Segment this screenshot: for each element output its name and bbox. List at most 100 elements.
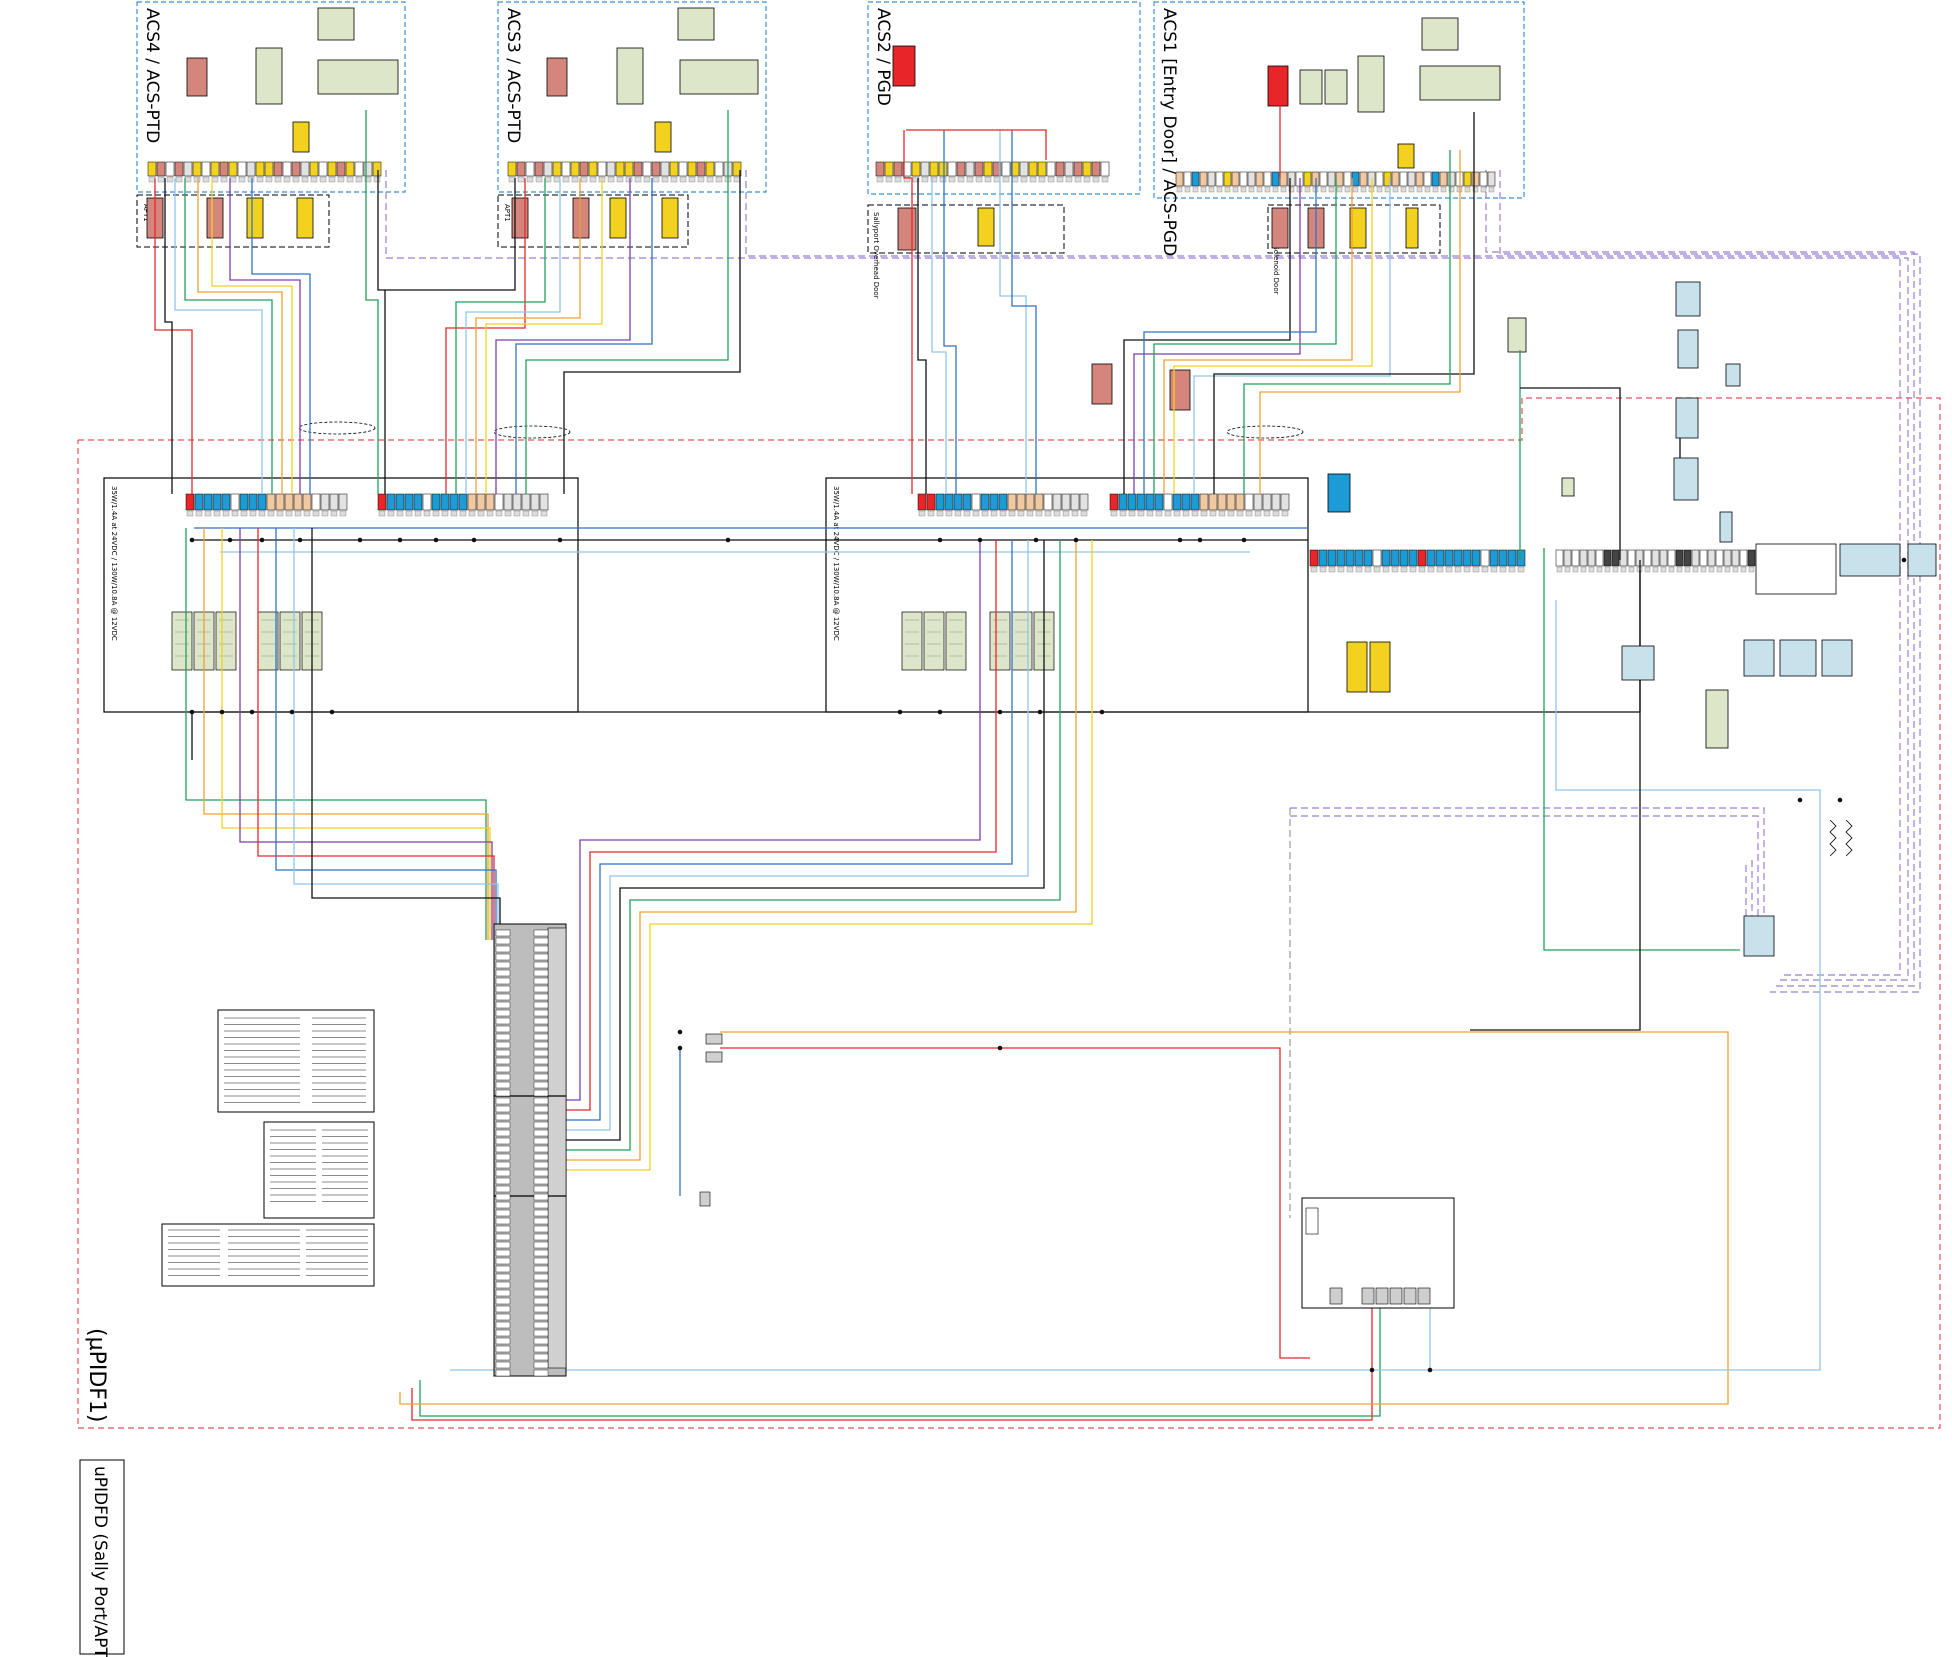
acs3-strip-cell — [642, 161, 652, 177]
wire-ctrl-feed — [185, 528, 487, 940]
acs4-strip-cell — [192, 161, 202, 177]
controller-pin-left — [495, 993, 511, 1001]
acs3-strip-screw — [688, 176, 696, 183]
psu-left-strip-a-screw — [321, 510, 329, 517]
psu-right-strip-a-screw — [972, 510, 980, 517]
acs4-strip-screw — [265, 176, 273, 183]
right-strip-cell — [1715, 549, 1724, 567]
mid-blue-strip-screw — [1382, 566, 1390, 573]
mid-blue-strip-screw — [1400, 566, 1408, 573]
wire-ctrl-feed-r — [566, 540, 1061, 1151]
right-strip-screw — [1660, 566, 1667, 573]
controller-pin-right — [533, 1169, 549, 1177]
junction-dot — [227, 537, 233, 543]
right-strip-screw — [1708, 566, 1715, 573]
psu-right-strip-a-screw — [954, 510, 962, 517]
wire-ctrl-feed — [221, 528, 491, 940]
psu-right-strip-a-cell — [998, 493, 1008, 511]
wire-ctrl-feed — [203, 528, 489, 940]
psu-left-strip-b-screw — [468, 510, 476, 517]
controller-pin-left — [495, 1025, 511, 1033]
junction-dot — [1797, 797, 1803, 803]
junction-dot — [937, 537, 943, 543]
acs4-strip-screw — [229, 176, 237, 183]
psu-left-strip-a-cell — [185, 493, 195, 511]
acs4-strip-screw — [301, 176, 309, 183]
junction-dot — [1073, 537, 1079, 543]
psu-right-strip-a-cell — [1034, 493, 1044, 511]
controller-pin-right — [533, 1073, 549, 1081]
junction-dot — [557, 537, 563, 543]
acs1-strip-screw — [1424, 186, 1431, 193]
wire-runs — [154, 100, 1821, 1421]
acs1-strip-cell — [1407, 171, 1416, 187]
acs2-strip-cell — [965, 161, 975, 177]
acs2-strip-screw — [966, 176, 974, 183]
psu-left-strip-b-cell — [539, 493, 549, 511]
controller-pin-left — [495, 1369, 511, 1377]
wire-acs4-green-b — [365, 110, 379, 494]
section-label-acs3: ACS3 / ACS-PTD — [503, 8, 523, 143]
psu-left-strip-b-screw — [495, 510, 503, 517]
junction-dot — [219, 709, 225, 715]
controller-pin-right — [533, 937, 549, 945]
wire-ctrl-feed-r — [566, 540, 1045, 1141]
wire-ctrl-feed — [239, 528, 493, 940]
psu-left-strip-a-screw — [267, 510, 275, 517]
junction-dot — [677, 1029, 683, 1035]
acs4-strip-cell — [210, 161, 220, 177]
junction-dot — [329, 709, 335, 715]
controller-pin-left — [495, 1257, 511, 1265]
right-strip-cell — [1619, 549, 1628, 567]
acs1-equipment — [1267, 17, 1501, 169]
mid-blue-strip-cell — [1489, 549, 1499, 567]
acs3-strip-cell — [687, 161, 697, 177]
footer-title-box — [79, 1459, 125, 1655]
acs4-strip-cell — [147, 161, 157, 177]
acs3-strip-screw — [526, 176, 534, 183]
acs2-strip-screw — [1065, 176, 1073, 183]
right-strip-cell — [1555, 549, 1564, 567]
controller-pin-right — [533, 1185, 549, 1193]
controller-pin-left — [495, 1001, 511, 1009]
wire-acs3-purple — [495, 178, 631, 494]
relay-right-b — [1011, 611, 1033, 671]
controller-pin-right — [533, 1049, 549, 1057]
acs3-strip-cell — [669, 161, 679, 177]
acs3-strip-screw — [634, 176, 642, 183]
psu-right-strip-a-cell — [980, 493, 990, 511]
acs1-strip-cell — [1223, 171, 1232, 187]
acs4-strip-screw — [283, 176, 291, 183]
wire-ctrl-feed — [275, 528, 497, 940]
controller-pin-right — [533, 1129, 549, 1137]
acs1-strip-screw — [1376, 186, 1383, 193]
acs4-strip-cell — [264, 161, 274, 177]
acs2-strip-screw — [1101, 176, 1109, 183]
psu-right-strip-b-cell — [1109, 493, 1119, 511]
psu-right-strip-a-screw — [927, 510, 935, 517]
psu-right-strip-a-cell — [1052, 493, 1062, 511]
psu-right-strip-b-screw — [1227, 510, 1235, 517]
right-strip-screw — [1604, 566, 1611, 573]
acs2-strip-screw — [984, 176, 992, 183]
controller-pin-left — [495, 1177, 511, 1185]
acs1-strip-cell — [1183, 171, 1192, 187]
wire-acs2-lightblue — [931, 178, 947, 494]
psu-right-strip-b-screw — [1281, 510, 1289, 517]
right-strip-screw — [1628, 566, 1635, 573]
right-strip-screw — [1748, 566, 1755, 573]
relay-left-b — [279, 611, 301, 671]
psu-right-strip-b-screw — [1245, 510, 1253, 517]
psu-left-strip-b-cell — [458, 493, 468, 511]
psu-left-strip-b-cell — [485, 493, 495, 511]
acs2-strip-screw — [957, 176, 965, 183]
acs1-strip-cell — [1287, 171, 1296, 187]
acs1-strip-cell — [1351, 171, 1360, 187]
psu-left-strip-a-screw — [330, 510, 338, 517]
wire-acs2-lightblue-b — [999, 130, 1027, 494]
acs1-strip-screw — [1248, 186, 1255, 193]
pidf-region-label: (µPIDF1) — [84, 1328, 109, 1423]
wire-acs1-yellow — [1173, 178, 1373, 494]
controller-pin-right — [533, 1265, 549, 1273]
acs2-strip-cell — [893, 161, 903, 177]
